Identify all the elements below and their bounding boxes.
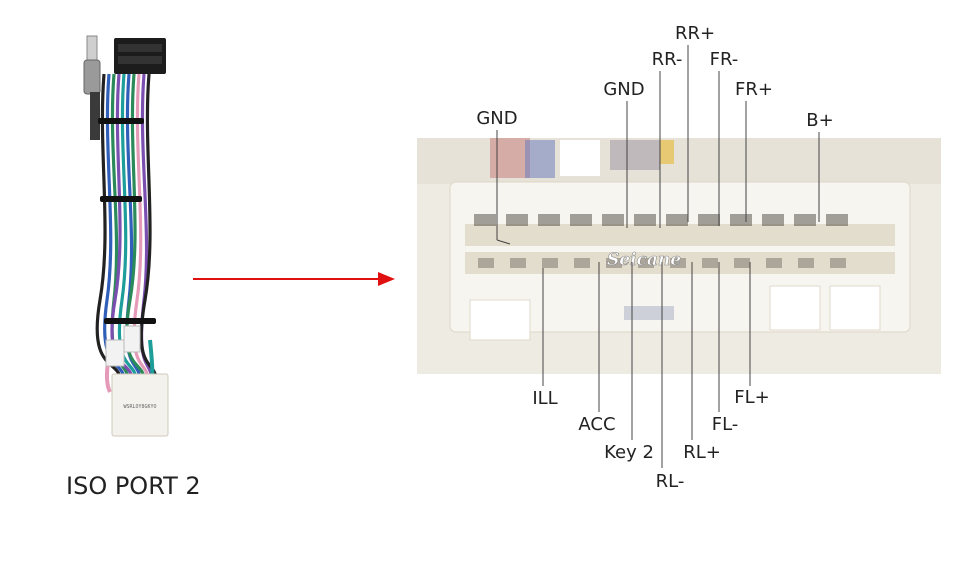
pin-cavity [570, 214, 592, 226]
pin-cavity [602, 214, 624, 226]
pin-label-gnd-mid: GND [603, 79, 644, 100]
pin-label-b-plus: B+ [806, 110, 833, 131]
pin-cavity [538, 214, 560, 226]
pin-cavity [730, 214, 752, 226]
wire [125, 73, 146, 379]
pin-cavity [510, 258, 526, 268]
pin-label-rr-minus: RR- [652, 49, 683, 70]
wire [132, 73, 150, 379]
pin-label-fl-plus: FL+ [734, 387, 769, 408]
page-title: ISO PORT 2 [66, 472, 201, 500]
pin-label-fr-plus: FR+ [735, 79, 773, 100]
pin-cavity [702, 258, 718, 268]
leader-gnd-left-tip [496, 239, 511, 245]
pin-cavity [762, 214, 784, 226]
pin-cavity [794, 214, 816, 226]
watermark-logo: Seicane [607, 250, 681, 270]
pin-cavity [830, 258, 846, 268]
pin-cavity [798, 258, 814, 268]
pin-label-fl-minus: FL- [712, 414, 739, 435]
right-arrow-icon [193, 272, 395, 286]
wire [139, 73, 158, 379]
wire [140, 73, 154, 379]
pin-cavity [734, 258, 750, 268]
pin-label-ill: ILL [532, 388, 557, 409]
pin-cavity [506, 214, 528, 226]
pin-cavity [542, 258, 558, 268]
pin-cavity [670, 258, 686, 268]
pin-cavity [478, 258, 494, 268]
pin-label-key2: Key 2 [604, 442, 654, 463]
wire [117, 73, 138, 379]
pin-label-gnd-left: GND [476, 108, 517, 129]
pin-label-rl-minus: RL- [656, 471, 685, 492]
pin-label-fr-minus: FR- [710, 49, 739, 70]
pin-label-rr-plus: RR+ [675, 23, 715, 44]
pin-cavity [826, 214, 848, 226]
pin-label-acc: ACC [578, 414, 615, 435]
pin-cavity [634, 214, 656, 226]
pin-leaders [496, 45, 820, 468]
pin-cavity [574, 258, 590, 268]
pin-cavity [766, 258, 782, 268]
pin-cavity [698, 214, 720, 226]
connector-photo-icon: Seicane [417, 138, 941, 374]
pin-labels: GND GND RR- RR+ FR- FR+ B+ ILL ACC Key 2RL- RL+ FL-… [476, 23, 833, 492]
pin-label-rl-plus: RL+ [683, 442, 721, 463]
pin-cavity [474, 214, 496, 226]
pin-cavity [638, 258, 654, 268]
connector-sticker: WSRLOY8GKYO [123, 404, 156, 410]
wire-harness-icon: WSRLOY8GKYO [83, 35, 169, 437]
pin-cavity [606, 258, 622, 268]
pin-cavity [666, 214, 688, 226]
